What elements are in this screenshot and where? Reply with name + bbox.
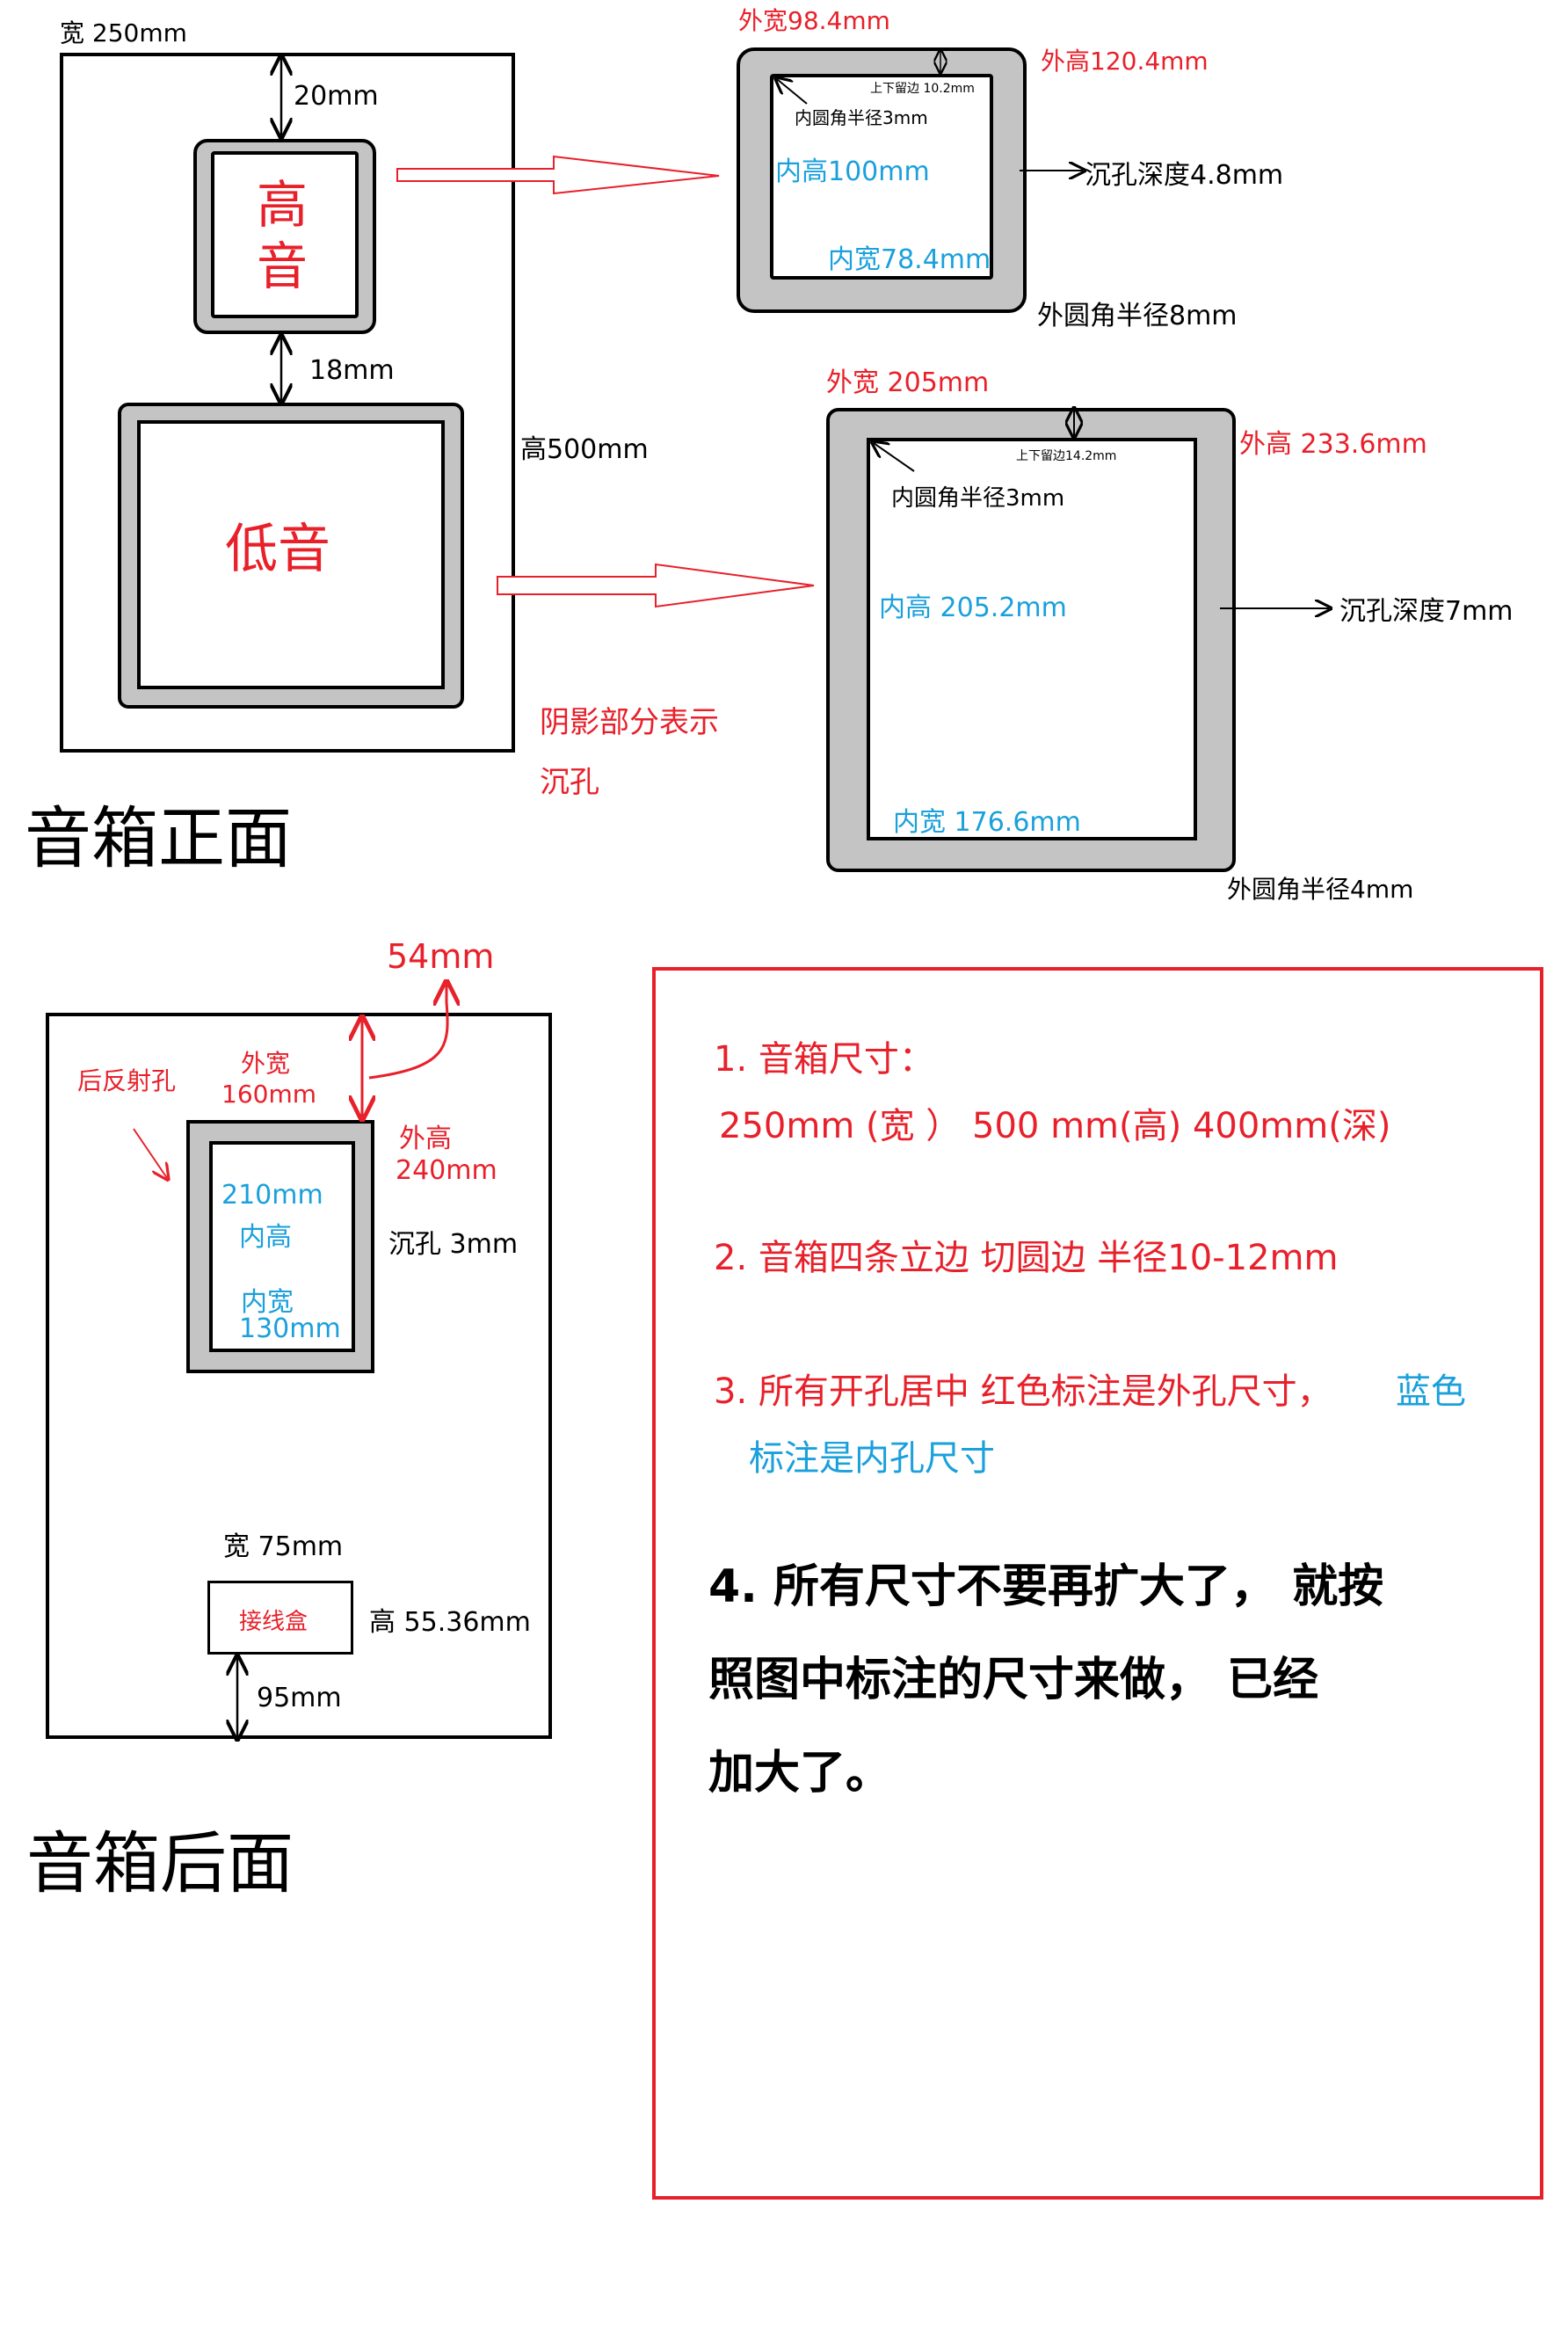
back-inner-height-2: 内高	[239, 1222, 292, 1253]
note-4b: 照图中标注的尺寸来做， 已经	[708, 1654, 1319, 1706]
tweeter-inner-height: 内高100mm	[775, 156, 930, 187]
port-label-arrow	[133, 1128, 167, 1178]
back-outer-height-1: 外高	[399, 1124, 452, 1154]
woofer-radius-arrow	[874, 443, 915, 472]
back-outer-height-2: 240mm	[396, 1155, 497, 1186]
note-4a: 4. 所有尺寸不要再扩大了， 就按	[708, 1560, 1384, 1613]
shade-note-2: 沉孔	[540, 765, 599, 800]
terminal-width: 宽 75mm	[223, 1531, 344, 1562]
tweeter-outer-radius: 外圆角半径8mm	[1037, 301, 1238, 331]
tweeter-inner	[211, 151, 359, 318]
woofer-depth: 沉孔深度7mm	[1339, 596, 1514, 627]
back-top-gap: 54mm	[387, 937, 495, 976]
note-2: 2. 音箱四条立边 切圆边 半径10-12mm	[714, 1238, 1339, 1278]
tweeter-detail-inner	[770, 74, 993, 280]
tweeter-outer-height: 外高120.4mm	[1041, 47, 1209, 76]
tweeter-inner-radius: 内圆角半径3mm	[795, 107, 928, 128]
woofer-outer-height: 外高 233.6mm	[1239, 429, 1427, 460]
tweeter-depth: 沉孔深度4.8mm	[1085, 160, 1284, 191]
terminal-label: 接线盒	[239, 1609, 309, 1635]
back-outer-width-1: 外宽	[241, 1049, 291, 1078]
tweeter-label-2: 音	[257, 236, 309, 296]
bottom-gap: 95mm	[257, 1683, 342, 1713]
back-top-gap-leader	[368, 985, 447, 1080]
woofer-inner	[137, 420, 445, 689]
back-outer-width-2: 160mm	[221, 1080, 316, 1109]
terminal-height: 高 55.36mm	[369, 1607, 531, 1638]
note-4c: 加大了。	[708, 1747, 892, 1800]
back-inner-width-1: 内宽	[241, 1287, 294, 1318]
note-1: 1. 音箱尺寸：	[714, 1039, 934, 1080]
front-height-label: 高500mm	[520, 434, 649, 465]
port-label: 后反射孔	[77, 1066, 177, 1095]
woofer-detail-inner	[867, 438, 1197, 840]
tweeter-pointer-arrow	[396, 155, 720, 195]
woofer-pointer-arrow	[497, 563, 815, 608]
woofer-outer-radius: 外圆角半径4mm	[1227, 875, 1414, 904]
gap-top-label: 20mm	[294, 81, 379, 112]
note-3a: 3. 所有开孔居中 红色标注是外孔尺寸，	[714, 1371, 1332, 1412]
woofer-label: 低音	[225, 519, 330, 580]
gap-mid-label: 18mm	[309, 355, 395, 386]
front-width-label: 宽 250mm	[60, 18, 187, 47]
port-inner	[209, 1141, 355, 1352]
tweeter-inner-width: 内宽78.4mm	[828, 244, 991, 275]
tweeter-margin: 上下留边 10.2mm	[870, 82, 975, 96]
woofer-margin: 上下留边14.2mm	[1016, 449, 1117, 463]
woofer-inner-radius: 内圆角半径3mm	[891, 485, 1065, 512]
back-counterbore: 沉孔 3mm	[388, 1229, 519, 1260]
tweeter-outer-width: 外宽98.4mm	[738, 6, 890, 35]
tweeter-label-1: 高	[257, 175, 309, 235]
back-inner-width-2: 130mm	[239, 1313, 341, 1344]
notes-box	[652, 967, 1543, 2200]
woofer-inner-height: 内高 205.2mm	[879, 593, 1067, 623]
front-title: 音箱正面	[25, 799, 292, 877]
woofer-outer-width: 外宽 205mm	[826, 367, 990, 398]
note-3c: 标注是内孔尺寸	[749, 1438, 995, 1479]
back-inner-height-1: 210mm	[221, 1180, 323, 1211]
shade-note-1: 阴影部分表示	[540, 705, 719, 740]
woofer-inner-width: 内宽 176.6mm	[893, 807, 1081, 838]
terminal-box	[207, 1581, 353, 1655]
note-3b: 蓝色	[1396, 1371, 1466, 1412]
note-1b: 250mm (宽 ） 500 mm(高) 400mm(深)	[719, 1106, 1391, 1146]
back-title: 音箱后面	[26, 1824, 294, 1902]
tweeter-radius-arrow	[777, 79, 808, 105]
